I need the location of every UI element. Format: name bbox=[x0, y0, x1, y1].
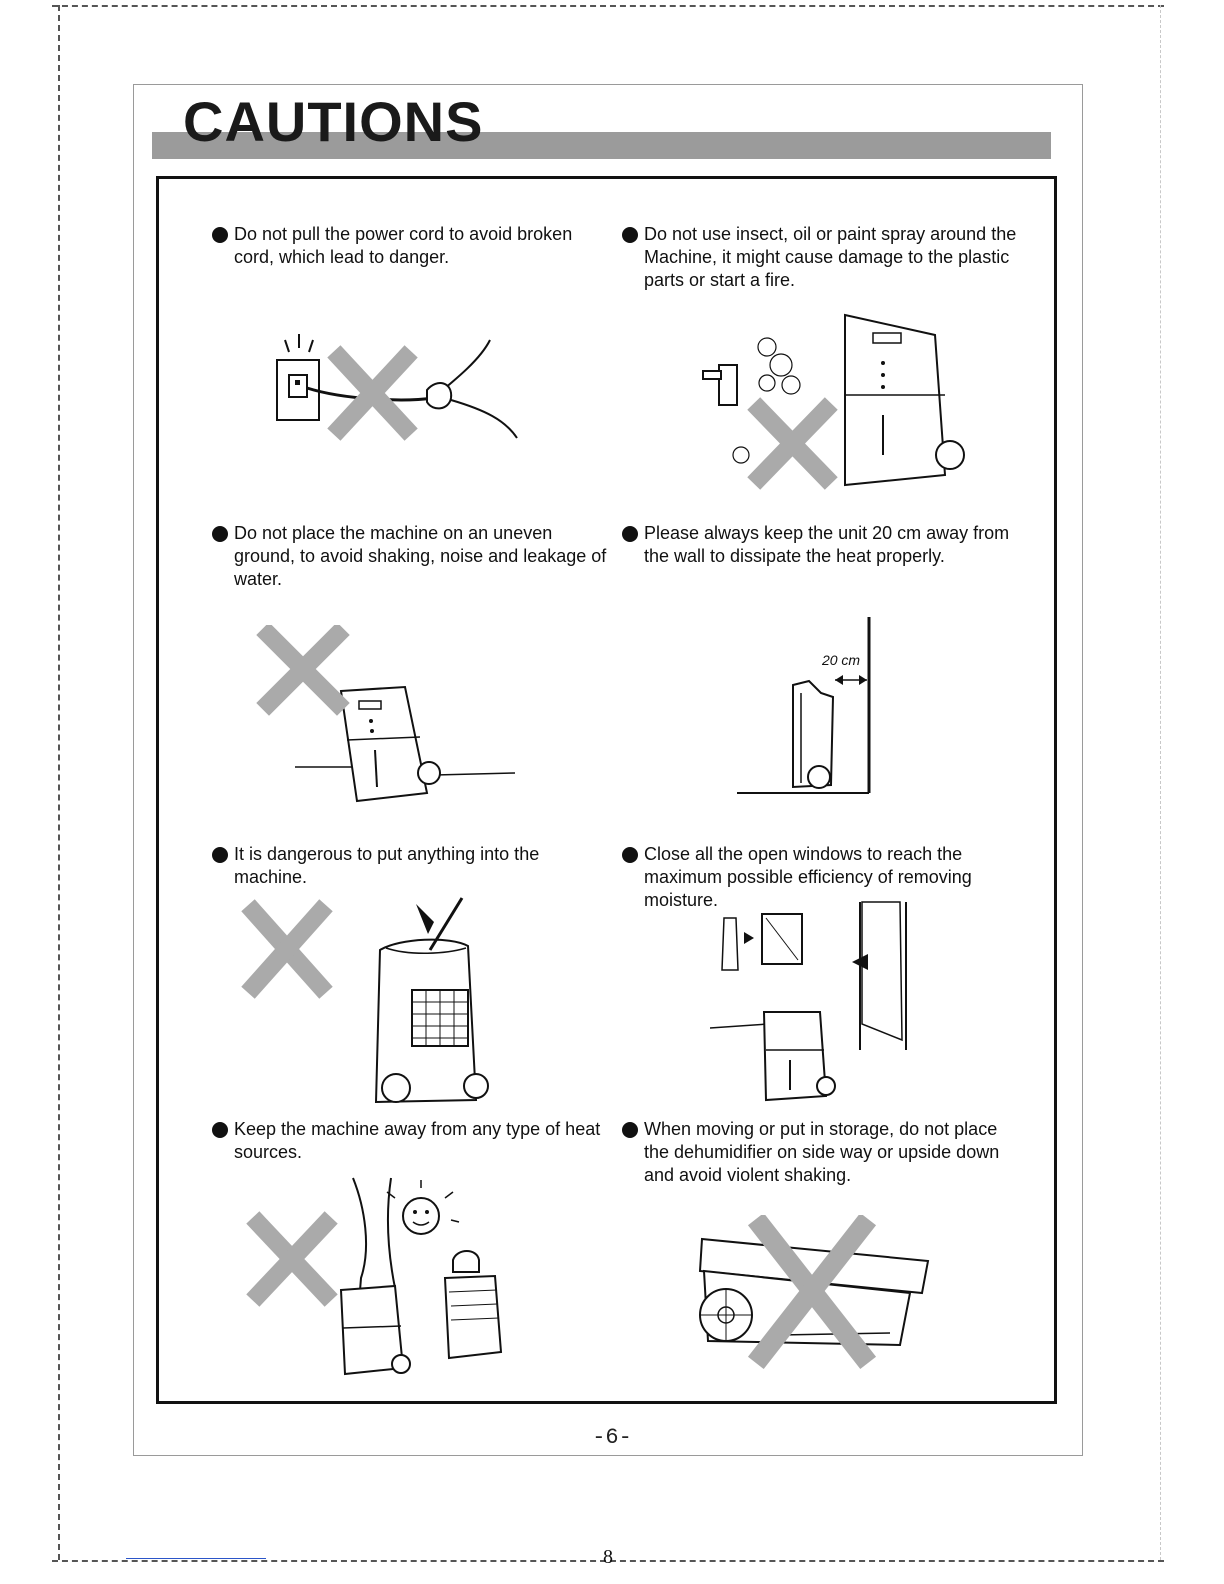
bullet-icon bbox=[622, 1122, 638, 1138]
cautions-frame bbox=[156, 176, 1057, 1404]
caution-text: Do not pull the power cord to avoid brok… bbox=[234, 224, 573, 267]
wall-distance-label: 20 cm bbox=[821, 652, 860, 668]
caution-text: Keep the machine away from any type of h… bbox=[234, 1119, 601, 1162]
storage-illustration bbox=[698, 1215, 930, 1370]
wall-distance-illustration: 20 cm bbox=[737, 617, 871, 794]
bullet-icon bbox=[622, 847, 638, 863]
caution-text: Do not place the machine on an uneven gr… bbox=[234, 523, 607, 589]
sun-icon bbox=[402, 1197, 440, 1235]
caution-storage: When moving or put in storage, do not pl… bbox=[622, 1118, 1022, 1187]
heat-sources-illustration bbox=[246, 1177, 503, 1376]
power-cord-illustration bbox=[276, 334, 518, 441]
cut-line-top bbox=[52, 5, 1164, 7]
page-title: CAUTIONS bbox=[183, 90, 484, 153]
caution-text: Please always keep the unit 20 cm away f… bbox=[644, 523, 1010, 566]
bullet-icon bbox=[622, 526, 638, 542]
bullet-icon bbox=[622, 227, 638, 243]
footer-link-line bbox=[126, 1558, 266, 1559]
bullet-icon bbox=[212, 227, 228, 243]
caution-heat-sources: Keep the machine away from any type of h… bbox=[212, 1118, 612, 1164]
cut-line-left bbox=[58, 5, 60, 1560]
caution-text: It is dangerous to put anything into the… bbox=[234, 844, 540, 887]
caution-text: Close all the open windows to reach the … bbox=[644, 844, 972, 910]
bullet-icon bbox=[212, 526, 228, 542]
bullet-icon bbox=[212, 1122, 228, 1138]
spray-illustration bbox=[702, 313, 965, 490]
caution-text: When moving or put in storage, do not pl… bbox=[644, 1119, 1000, 1185]
uneven-ground-illustration bbox=[256, 625, 516, 803]
kettle-icon bbox=[452, 1250, 480, 1273]
heater-icon bbox=[443, 1274, 503, 1360]
caution-uneven-ground: Do not place the machine on an uneven gr… bbox=[212, 522, 612, 591]
cut-line-right bbox=[1160, 5, 1161, 1560]
page-border bbox=[133, 84, 1083, 1456]
close-windows-illustration bbox=[710, 901, 907, 1102]
caution-spray: Do not use insect, oil or paint spray ar… bbox=[622, 223, 1022, 292]
title-band bbox=[152, 132, 1051, 159]
cut-line-bottom bbox=[52, 1560, 1164, 1562]
arrow-icon bbox=[744, 932, 754, 944]
caution-text: Do not use insect, oil or paint spray ar… bbox=[644, 224, 1017, 290]
caution-power-cord: Do not pull the power cord to avoid brok… bbox=[212, 223, 612, 269]
insert-objects-illustration bbox=[241, 897, 489, 1104]
caution-insert-objects: It is dangerous to put anything into the… bbox=[212, 843, 612, 889]
bullet-icon bbox=[212, 847, 228, 863]
page-number: -6- bbox=[592, 1425, 632, 1450]
caution-wall-distance: Please always keep the unit 20 cm away f… bbox=[622, 522, 1022, 568]
caution-close-windows: Close all the open windows to reach the … bbox=[622, 843, 1022, 912]
insert-arrow-icon bbox=[416, 904, 434, 934]
arrow-icon bbox=[852, 954, 868, 970]
footer-page-number: 8 bbox=[603, 1546, 613, 1568]
